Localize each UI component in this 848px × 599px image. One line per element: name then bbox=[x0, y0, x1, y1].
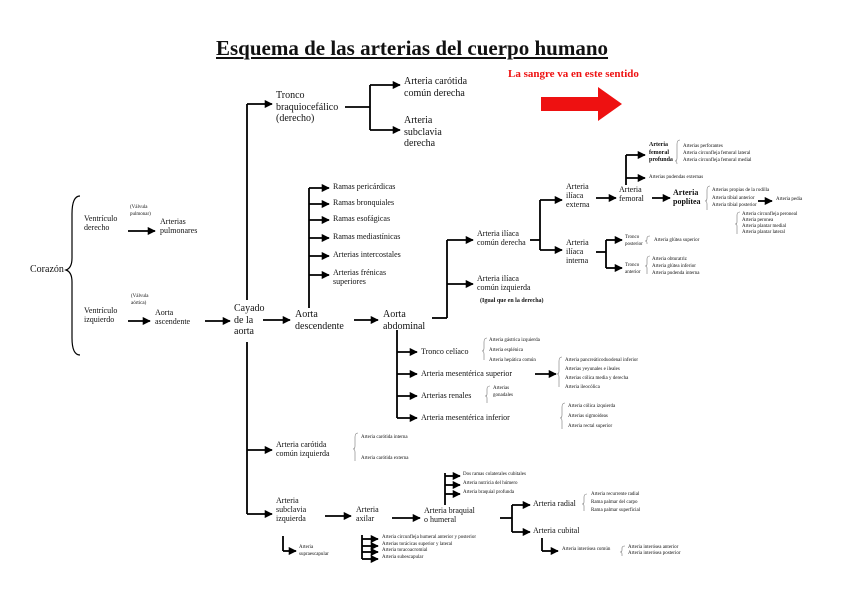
node-tibial-posterior: Arteria tibial posterior bbox=[712, 203, 757, 208]
page-title: Esquema de las arterias del cuerpo human… bbox=[216, 36, 609, 60]
node-mesenteric-superior: Arteria mesentérica superior bbox=[421, 369, 513, 378]
node-pudenda-internal: Arteria pudenda interna bbox=[652, 271, 700, 276]
label-valve-pulmonary: (Válvula pulmonar) bbox=[130, 205, 151, 217]
node-thoracic: Arterias torácicas superior y lateral bbox=[382, 542, 453, 547]
node-bronchial: Ramas bronquiales bbox=[333, 198, 395, 207]
node-circumflex-peroneal: Arteria circunfleja peroneal bbox=[742, 212, 798, 217]
node-subscapular: Arteria subescapular bbox=[382, 555, 424, 560]
node-trunk-posterior: Tronco posterior bbox=[625, 235, 643, 247]
node-interosseous-anterior: Arteria interósea anterior bbox=[628, 545, 679, 550]
node-obturator: Arteria obturatriz bbox=[652, 257, 687, 262]
node-axillary: Arteria axilar bbox=[356, 505, 379, 524]
node-pudendas-external: Arterias pudendas externas bbox=[649, 175, 704, 180]
node-carotid-left: Arteria carótida común izquierda bbox=[276, 440, 330, 459]
node-iliac-common-left: Arteria ilíaca común izquierda bbox=[477, 274, 531, 293]
label-valve-aortic: (Válvula aórtica) bbox=[131, 294, 149, 306]
node-femoral: Arteria femoral bbox=[619, 185, 644, 204]
node-celiac: Tronco celíaco bbox=[421, 347, 469, 356]
node-femoral-deep: Arteria femoral profunda bbox=[649, 142, 673, 163]
node-rectal-superior: Arteria rectal superior bbox=[568, 424, 613, 429]
node-ileocolic: Arteria ileocólica bbox=[565, 385, 600, 390]
node-intercostal: Arterias intercostales bbox=[333, 250, 401, 259]
node-esophageal: Ramas esofágicas bbox=[333, 214, 391, 223]
node-ventricle-right: Ventrículo derecho bbox=[84, 214, 118, 233]
node-circumflex-lateral: Arteria circunfleja femoral lateral bbox=[683, 151, 751, 156]
node-renal: Arterias renales bbox=[421, 391, 472, 400]
node-thoracoacromial: Arteria toracoacromial bbox=[382, 548, 428, 553]
label-iliac-left-note: (Igual que en la derecha) bbox=[480, 298, 544, 304]
node-knee-arteries: Arterias propias de la rodilla bbox=[712, 188, 770, 193]
direction-note: La sangre va en este sentido bbox=[508, 68, 639, 80]
node-tibial-anterior: Arteria tibial anterior bbox=[712, 196, 755, 201]
node-carotid-external: Arteria carótida externa bbox=[361, 456, 409, 461]
node-subclavian-right: Arteria subclavia derecha bbox=[404, 115, 442, 149]
node-ventricle-left: Ventrículo izquierdo bbox=[84, 306, 118, 325]
node-popliteal: Arteria poplítea bbox=[673, 188, 701, 207]
direction-arrow bbox=[541, 87, 622, 121]
node-brachiocephalic: Tronco braquiocefálico (derecho) bbox=[276, 90, 339, 124]
node-interosseous-common: Arteria interósea común bbox=[562, 547, 611, 552]
node-aorta-abdominal: Aorta abdominal bbox=[383, 309, 426, 332]
node-trunk-anterior: Tronco anterior bbox=[625, 263, 641, 275]
node-interosseous-posterior: Arteria interósea posterior bbox=[628, 551, 681, 556]
node-nutrient-humerus: Arteria nutricia del húmero bbox=[463, 481, 518, 486]
node-carotid-internal: Arteria carótida interna bbox=[361, 435, 408, 440]
node-palmar-superficial: Rama palmar superficial bbox=[591, 508, 641, 513]
node-circumflex-medial: Arteria circunfleja femoral medial bbox=[683, 158, 752, 163]
node-circumflex-humeral: Arteria circunfleja humeral anterior y p… bbox=[382, 535, 476, 540]
node-perforating: Arterias perforantes bbox=[683, 144, 723, 149]
node-radial: Arteria radial bbox=[533, 499, 576, 508]
node-gastric-left: Arteria gástrica izquierda bbox=[489, 338, 540, 343]
node-subclavian-left: Arteria subclavia izquierda bbox=[276, 496, 307, 524]
node-colic-middle-right: Arterias cólica media y derecha bbox=[565, 376, 629, 381]
node-brachial: Arteria braquial o humeral bbox=[424, 506, 475, 525]
node-hepatic-common: Arteria hepática común bbox=[489, 358, 536, 363]
node-phrenic-superior: Arterias frénicas superiores bbox=[333, 268, 387, 287]
node-gluteal-superior: Arteria glútea superior bbox=[654, 238, 700, 243]
node-peroneal: Arteria peronea bbox=[742, 218, 774, 223]
node-collateral-ulnar: Dos ramas colaterales cubitales bbox=[463, 472, 526, 477]
node-pericardial: Ramas pericárdicas bbox=[333, 182, 396, 191]
node-iliac-external: Arteria ilíaca externa bbox=[566, 182, 590, 210]
node-aorta-descending: Aorta descendente bbox=[295, 309, 344, 332]
node-iliac-internal: Arteria ilíaca interna bbox=[566, 238, 589, 266]
node-recurrent-radial: Arteria recurrente radial bbox=[591, 492, 640, 497]
node-plantar-lateral: Arteria plantar lateral bbox=[742, 230, 786, 235]
node-gluteal-inferior: Arteria glútea inferior bbox=[652, 264, 696, 269]
node-colic-left: Arteria cólica izquierda bbox=[568, 404, 616, 409]
node-carotid-right: Arteria carótida común derecha bbox=[404, 76, 468, 99]
node-brachial-deep: Arteria braquial profunda bbox=[463, 490, 515, 495]
node-aortic-arch: Cayado de la aorta bbox=[234, 303, 265, 337]
node-gonadal: Arterias gonadales bbox=[493, 386, 513, 398]
node-sigmoid: Arterias sigmoideas bbox=[568, 414, 608, 419]
node-ulnar: Arteria cubital bbox=[533, 526, 580, 535]
node-suprascapular: Arteria supraescapular bbox=[299, 545, 329, 557]
node-heart: Corazón bbox=[30, 264, 64, 275]
node-plantar-medial: Arteria plantar medial bbox=[742, 224, 787, 229]
node-palmar-carpal: Rama palmar del carpo bbox=[591, 500, 638, 505]
node-pedia: Arteria pedia bbox=[776, 197, 803, 202]
node-mesenteric-inferior: Arteria mesentérica inferior bbox=[421, 413, 510, 422]
node-mediastinal: Ramas mediastínicas bbox=[333, 232, 401, 241]
node-jejunal-ileal: Arterias yeyunales e ileales bbox=[565, 367, 620, 372]
node-pulmonary-arteries: Arterias pulmonares bbox=[160, 217, 198, 236]
node-pancreaticoduodenal: Arteria pancreáticoduodenal inferior bbox=[565, 358, 639, 363]
node-splenic: Arteria esplénica bbox=[489, 348, 524, 353]
node-aorta-ascending: Aorta ascendente bbox=[155, 308, 191, 327]
node-iliac-common-right: Arteria ilíaca común derecha bbox=[477, 229, 526, 248]
